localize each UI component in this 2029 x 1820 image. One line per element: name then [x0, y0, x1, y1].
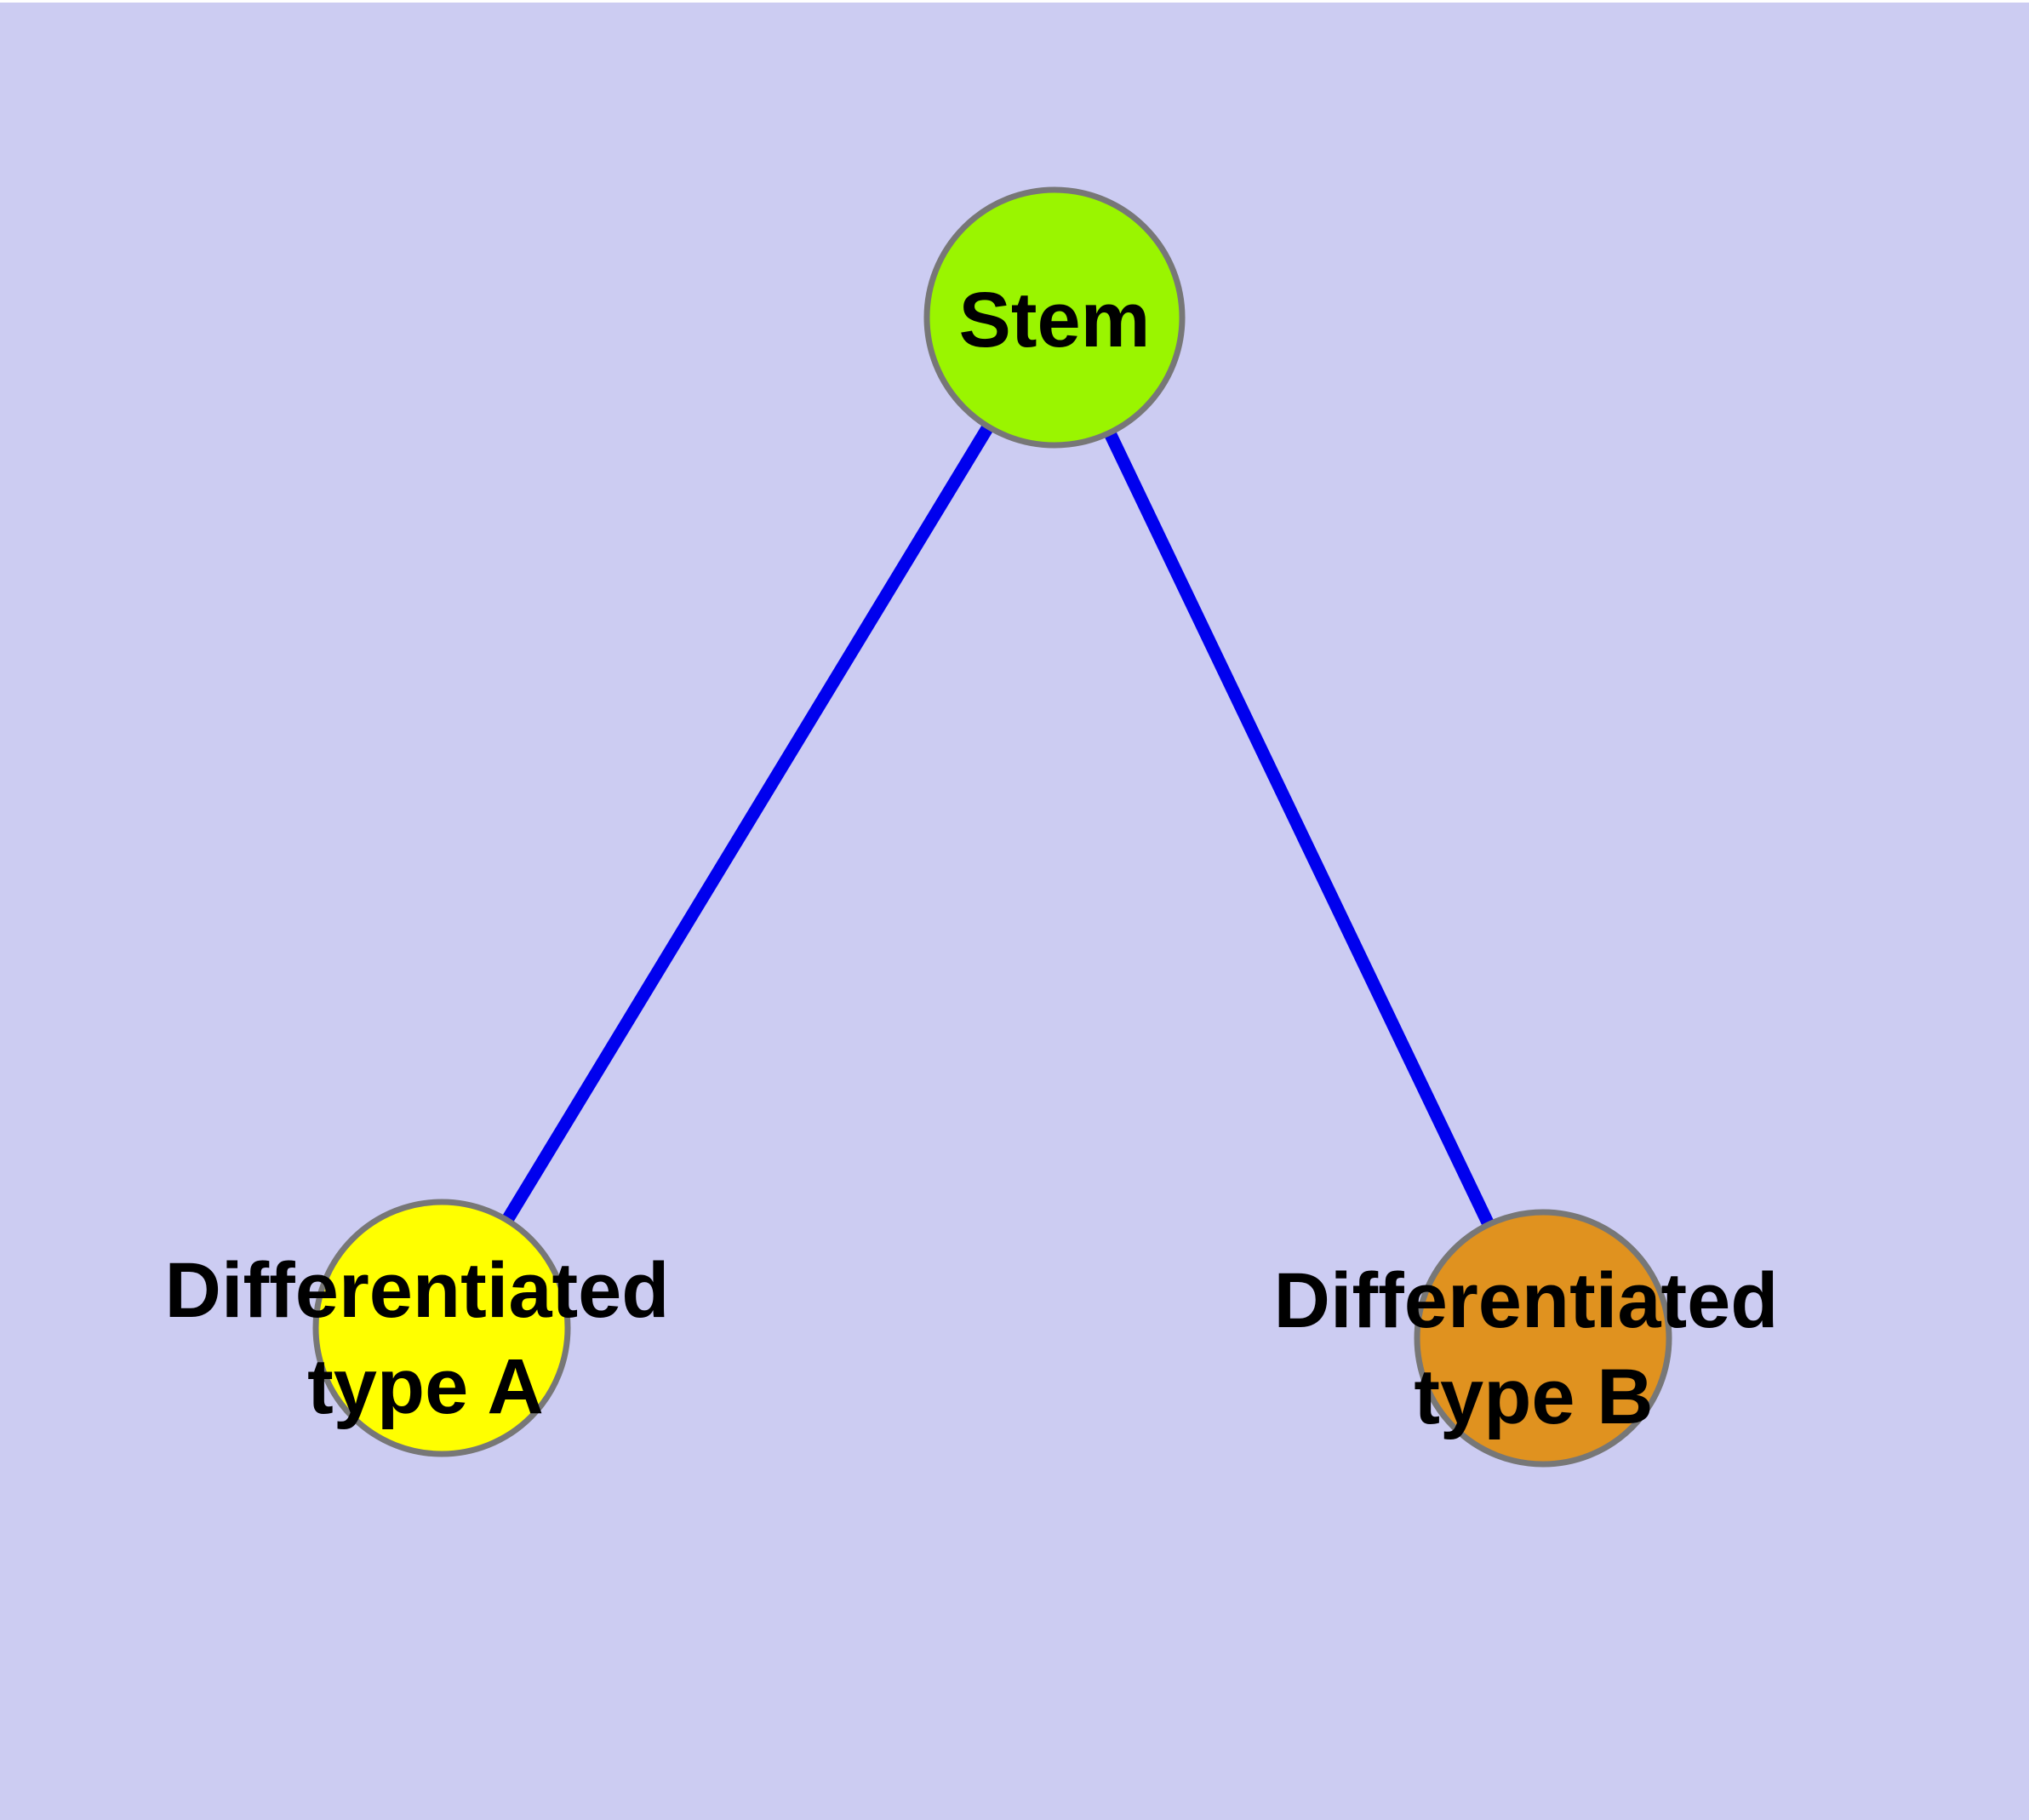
- node-type-b-circle: [1414, 1209, 1672, 1468]
- node-stem-label: Stem: [959, 277, 1151, 363]
- edge-stem-to-type-b: [1049, 314, 1549, 1342]
- node-type-b-label-line2: type B: [1414, 1354, 1653, 1440]
- node-type-a-circle: [312, 1199, 571, 1457]
- node-type-b-label-line1: Differentiated: [1274, 1257, 1779, 1344]
- node-type-a-label-line1: Differentiated: [165, 1247, 670, 1334]
- edge-stem-to-type-a: [436, 314, 1060, 1331]
- node-stem-circle: [923, 186, 1186, 449]
- node-type-a-label-line2: type A: [307, 1343, 544, 1430]
